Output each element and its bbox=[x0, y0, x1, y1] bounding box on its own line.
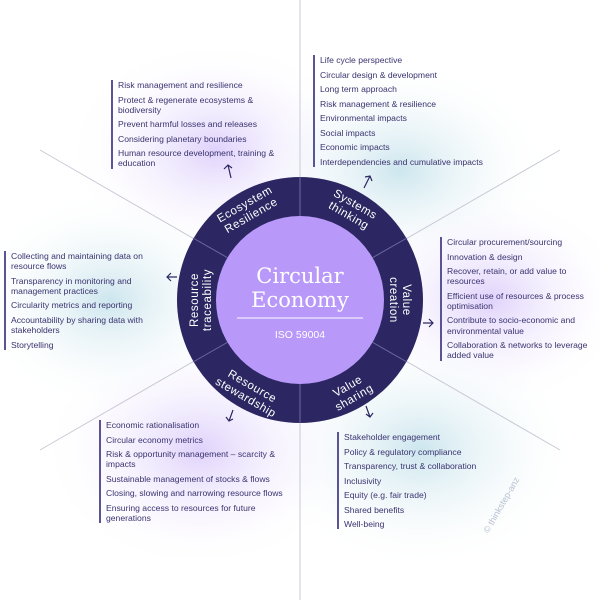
list-item: Storytelling bbox=[11, 339, 54, 350]
list-item: Economic impacts bbox=[320, 142, 390, 152]
systems-thinking-list: Life cycle perspective Circular design &… bbox=[313, 55, 540, 167]
list-item: Circularity metrics and reporting bbox=[11, 300, 133, 311]
list-item: Transparency, trust & collaboration bbox=[344, 461, 477, 471]
list-item: Contribute to socio-economic and environ… bbox=[447, 315, 576, 336]
resource-stewardship-list: Economic rationalisation Circular econom… bbox=[99, 420, 301, 524]
list-item: Life cycle perspective bbox=[320, 55, 403, 65]
arrow-icon bbox=[166, 272, 177, 282]
list-item: Prevent harmful losses and releases bbox=[118, 119, 258, 130]
list-item: Transparency in monitoring and managemen… bbox=[11, 275, 132, 296]
arrow-icons bbox=[166, 164, 434, 422]
list-item: Risk & opportunity management – scarcity… bbox=[106, 449, 276, 470]
segment-value-creation: Value creation bbox=[387, 277, 412, 323]
list-item: Ensuring access to resources for future … bbox=[106, 502, 256, 523]
arrow-icon bbox=[365, 405, 374, 418]
list-item: Protect & regenerate ecosystems & biodiv… bbox=[118, 94, 254, 115]
list-item: Risk management & resilience bbox=[320, 98, 437, 109]
center-subtitle: ISO 59004 bbox=[275, 329, 325, 341]
list-item: Policy & regulatory compliance bbox=[344, 446, 462, 457]
list-item: Human resource development, training & e… bbox=[118, 148, 275, 169]
list-item: Recover, retain, or add value to resourc… bbox=[447, 266, 567, 287]
list-item: Social impacts bbox=[320, 127, 376, 138]
arrow-icon bbox=[363, 175, 373, 189]
list-item: Long term approach bbox=[320, 84, 397, 94]
list-item: Risk management and resilience bbox=[118, 80, 243, 90]
list-item: Inclusivity bbox=[344, 475, 382, 486]
list-item: Accountability by sharing data with stak… bbox=[11, 314, 143, 336]
center-circle bbox=[216, 216, 384, 384]
segment-label: Value bbox=[400, 284, 412, 316]
list-item: Well-being bbox=[344, 519, 385, 529]
list-item: Stakeholder engagement bbox=[344, 432, 441, 442]
value-sharing-list: Stakeholder engagement Policy & regulato… bbox=[337, 432, 524, 530]
list-item: Environmental impacts bbox=[320, 113, 407, 123]
list-item: Considering planetary boundaries bbox=[118, 133, 247, 144]
value-creation-list: Circular procurement/sourcing Innovation… bbox=[440, 237, 597, 361]
segment-label: creation bbox=[387, 277, 399, 323]
ecosystem-resilience-list: Risk management and resilience Protect &… bbox=[111, 80, 298, 169]
arrow-icon bbox=[423, 318, 434, 328]
list-item: Collaboration & networks to leverage add… bbox=[447, 340, 588, 361]
list-item: Circular design & development bbox=[320, 69, 438, 80]
segment-label: traceability bbox=[202, 269, 214, 331]
list-item: Circular economy metrics bbox=[106, 434, 203, 445]
segment-label: Resource bbox=[189, 273, 201, 327]
list-item: Equity (e.g. fair trade) bbox=[344, 490, 427, 500]
list-item: Economic rationalisation bbox=[106, 420, 200, 430]
arrow-icon bbox=[225, 409, 234, 422]
center-title-line1: Circular bbox=[256, 264, 344, 288]
center-title-line2: Economy bbox=[251, 288, 349, 312]
list-item: Efficient use of resources & process opt… bbox=[447, 290, 584, 311]
resource-traceability-list: Collecting and maintaining data on resou… bbox=[4, 251, 171, 350]
list-item: Closing, slowing and narrowing resource … bbox=[106, 488, 283, 499]
list-item: Collecting and maintaining data on resou… bbox=[11, 251, 143, 272]
list-item: Shared benefits bbox=[344, 504, 405, 515]
segment-resource-traceability: Resource traceability bbox=[189, 269, 214, 331]
list-item: Circular procurement/sourcing bbox=[447, 237, 563, 247]
list-item: Interdependencies and cumulative impacts bbox=[320, 156, 483, 167]
list-item: Sustainable management of stocks & flows bbox=[106, 473, 270, 484]
list-item: Innovation & design bbox=[447, 251, 523, 262]
arrow-icon bbox=[223, 164, 233, 179]
